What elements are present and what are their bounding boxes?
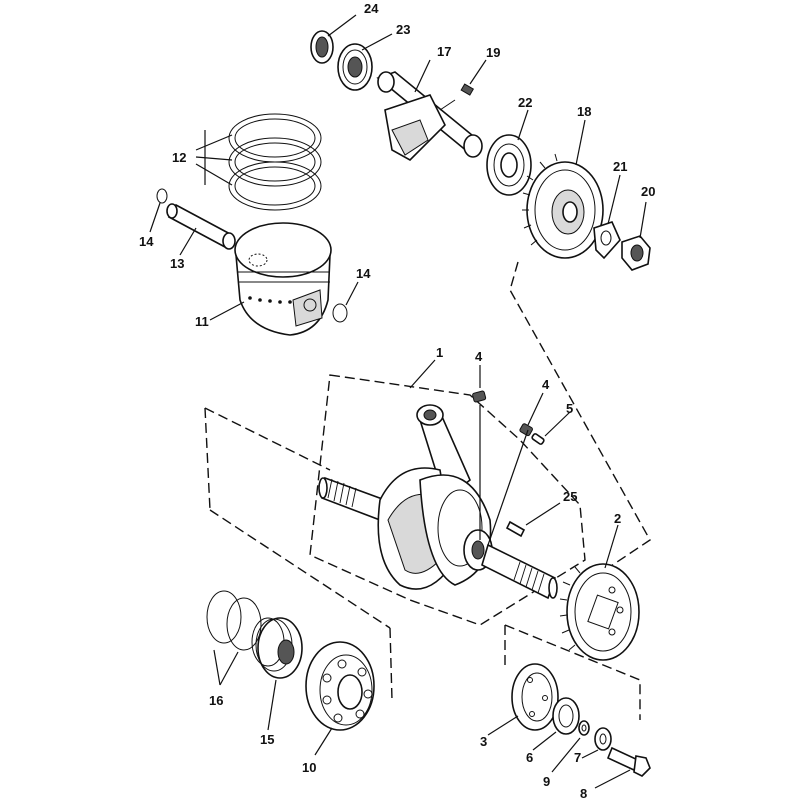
- callout-25: 25: [563, 489, 577, 504]
- callout-20: 20: [641, 184, 655, 199]
- balancer-group-line: [509, 261, 651, 581]
- callout-10: 10: [302, 760, 316, 775]
- pin-4-right: [519, 423, 533, 437]
- piston-rings-12: [228, 113, 322, 211]
- washer-9: [578, 720, 590, 736]
- callout-14-top: 14: [139, 234, 154, 249]
- callout-22: 22: [518, 95, 532, 110]
- crankshaft-1: [318, 404, 558, 600]
- callout-11: 11: [195, 314, 209, 329]
- oil-seal-24: [310, 30, 334, 64]
- callout-21: 21: [613, 159, 627, 174]
- balancer-gear-18: [522, 153, 604, 259]
- crankshaft-group-outline: [309, 374, 586, 626]
- bearing-23: [337, 43, 373, 91]
- drive-gear-2: [559, 563, 640, 661]
- callout-5: 5: [566, 401, 573, 416]
- bearing-group-line-right: [389, 627, 393, 701]
- callout-4-left: 4: [475, 349, 483, 364]
- circlip-14-top: [156, 188, 168, 204]
- callout-4-right: 4: [542, 377, 550, 392]
- callout-8: 8: [580, 786, 587, 800]
- callout-16: 16: [209, 693, 223, 708]
- circlip-14-right: [332, 303, 348, 323]
- callout-9: 9: [543, 774, 550, 789]
- callout-24: 24: [364, 1, 379, 16]
- bearing-group-line-left: [204, 407, 211, 511]
- callout-7: 7: [574, 750, 581, 765]
- callout-13: 13: [170, 256, 184, 271]
- piston-11: [234, 222, 332, 336]
- washer-7: [594, 727, 612, 751]
- lock-washer-21: [593, 221, 621, 260]
- callout-15: 15: [260, 732, 274, 747]
- key-25: [505, 520, 526, 538]
- bearing-10: [305, 641, 375, 731]
- callout-23: 23: [396, 22, 410, 37]
- piston-pin-13: [166, 203, 236, 250]
- seal-15: [251, 617, 303, 679]
- bearing-group-line-bottom: [209, 509, 391, 629]
- callout-19: 19: [486, 45, 500, 60]
- callout-6: 6: [526, 750, 533, 765]
- circlips-16: [206, 590, 262, 651]
- callout-18: 18: [577, 104, 591, 119]
- callout-1: 1: [436, 345, 443, 360]
- callout-3: 3: [480, 734, 487, 749]
- pin-5: [531, 433, 545, 445]
- bolt-8: [606, 746, 651, 777]
- nut-20: [621, 235, 651, 271]
- plate-3: [511, 663, 559, 731]
- callout-17: 17: [437, 44, 451, 59]
- callout-14-right: 14: [356, 266, 371, 281]
- callout-2: 2: [614, 511, 621, 526]
- bearing-22: [486, 134, 532, 196]
- balancer-shaft-17: [376, 71, 483, 161]
- gear-group-line: [504, 624, 641, 720]
- group-boundary-lines: [204, 261, 651, 720]
- washer-6: [552, 697, 580, 735]
- bearing-group-line-top: [204, 407, 331, 471]
- callout-labels: 24 23 17 19 22 18 21 20 12 14 13 11 14 1…: [139, 1, 655, 800]
- pin-4-left: [472, 390, 487, 403]
- callout-12: 12: [172, 150, 186, 165]
- key-19: [460, 83, 475, 96]
- leader-lines: [149, 14, 647, 789]
